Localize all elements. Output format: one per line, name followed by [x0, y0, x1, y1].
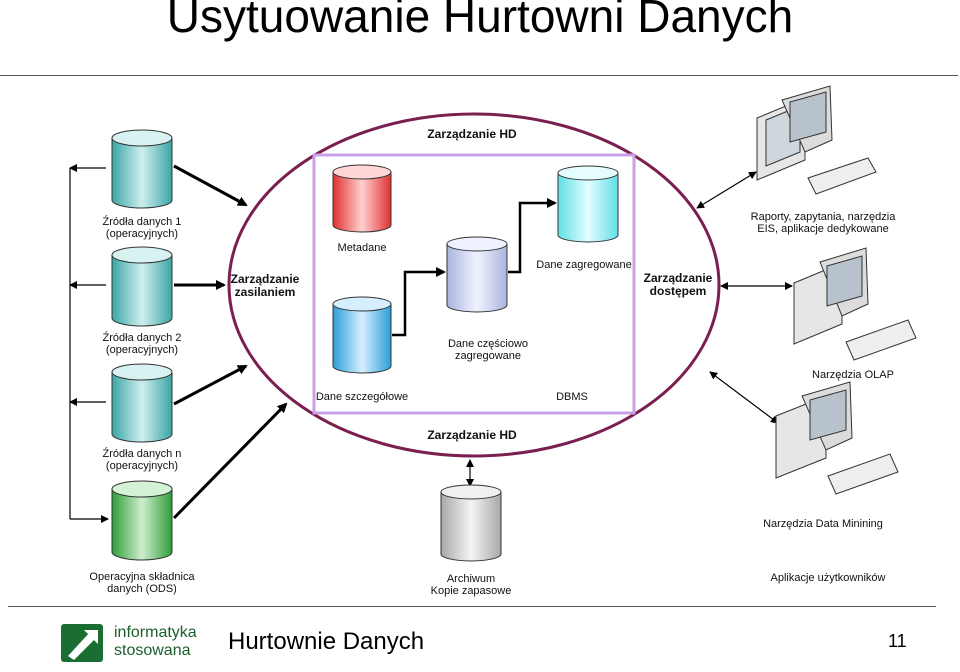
- client-data-mining-label: Narzędzia Data Minining: [763, 518, 883, 530]
- partial-aggregated-sublabel: zagregowane: [455, 350, 521, 362]
- detailed-data-label: Dane szczegółowe: [316, 391, 408, 403]
- source-2-sublabel: (operacyjnych): [106, 344, 178, 356]
- archive-sublabel: Kopie zapasowe: [431, 585, 512, 597]
- data-warehouse-diagram: Źródła danych 1 (operacyjnych) Źródła da…: [69, 85, 917, 597]
- informatyka-stosowana-logo: informatyka stosowana: [60, 620, 210, 666]
- footer-title: Hurtownie Danych: [228, 628, 425, 655]
- source-cylinder-1: [111, 129, 173, 209]
- hd-management-bottom: Zarządzanie HD: [427, 428, 517, 442]
- logo-icon: [61, 624, 103, 662]
- aggregated-data-cylinder: [557, 165, 619, 243]
- metadata-label: Metadane: [338, 242, 387, 254]
- detailed-data-cylinder: [332, 296, 392, 374]
- metadata-cylinder: [332, 164, 392, 233]
- computer-icon-data-mining: [775, 381, 899, 495]
- footer-divider: [8, 606, 936, 607]
- source-feedback-lines: [69, 164, 109, 523]
- access-arrows: [696, 171, 793, 424]
- logo-text-line1: informatyka: [114, 624, 197, 641]
- archive-label: Archiwum: [447, 573, 495, 585]
- hd-management-top: Zarządzanie HD: [427, 127, 517, 141]
- access-management-label: Zarządzanie: [644, 271, 713, 285]
- client-reports-label: Raporty, zapytania, narzędzia: [751, 211, 897, 223]
- load-arrows: [172, 164, 288, 520]
- slide-title: Usytuowanie Hurtowni Danych: [166, 0, 794, 42]
- logo-text-line2: stosowana: [114, 642, 191, 659]
- access-management-sublabel: dostępem: [650, 284, 707, 298]
- title-divider: [0, 75, 958, 76]
- ods-cylinder: [111, 480, 173, 561]
- source-1-label: Źródła danych 1: [103, 215, 182, 228]
- computer-icon-reports: [756, 85, 877, 195]
- aggregated-data-label: Dane zagregowane: [536, 259, 631, 271]
- archive-cylinder: [440, 484, 502, 562]
- ods-label: Operacyjna składnica: [89, 571, 195, 583]
- aggregation-arrows: [392, 198, 557, 337]
- source-n-sublabel: (operacyjnych): [106, 460, 178, 472]
- source-2-label: Źródła danych 2: [103, 331, 182, 344]
- load-management-sublabel: zasilaniem: [235, 285, 296, 299]
- source-cylinder-n: [111, 363, 173, 443]
- partial-aggregated-cylinder: [446, 236, 508, 313]
- dbms-box: [312, 153, 636, 415]
- client-olap-label: Narzędzia OLAP: [812, 369, 894, 381]
- client-reports-sublabel: EIS, aplikacje dedykowane: [757, 223, 888, 235]
- source-cylinder-2: [111, 246, 173, 327]
- computer-icon-olap: [793, 247, 917, 361]
- user-apps-label: Aplikacje użytkowników: [771, 572, 886, 584]
- dbms-label: DBMS: [556, 391, 588, 403]
- partial-aggregated-label: Dane częściowo: [448, 338, 528, 350]
- source-n-label: Źródła danych n: [103, 447, 182, 460]
- warehouse-ellipse: [227, 112, 721, 458]
- source-1-sublabel: (operacyjnych): [106, 228, 178, 240]
- load-management-label: Zarządzanie: [231, 272, 300, 286]
- page-number: 11: [888, 631, 907, 651]
- ods-sublabel: danych (ODS): [107, 583, 177, 595]
